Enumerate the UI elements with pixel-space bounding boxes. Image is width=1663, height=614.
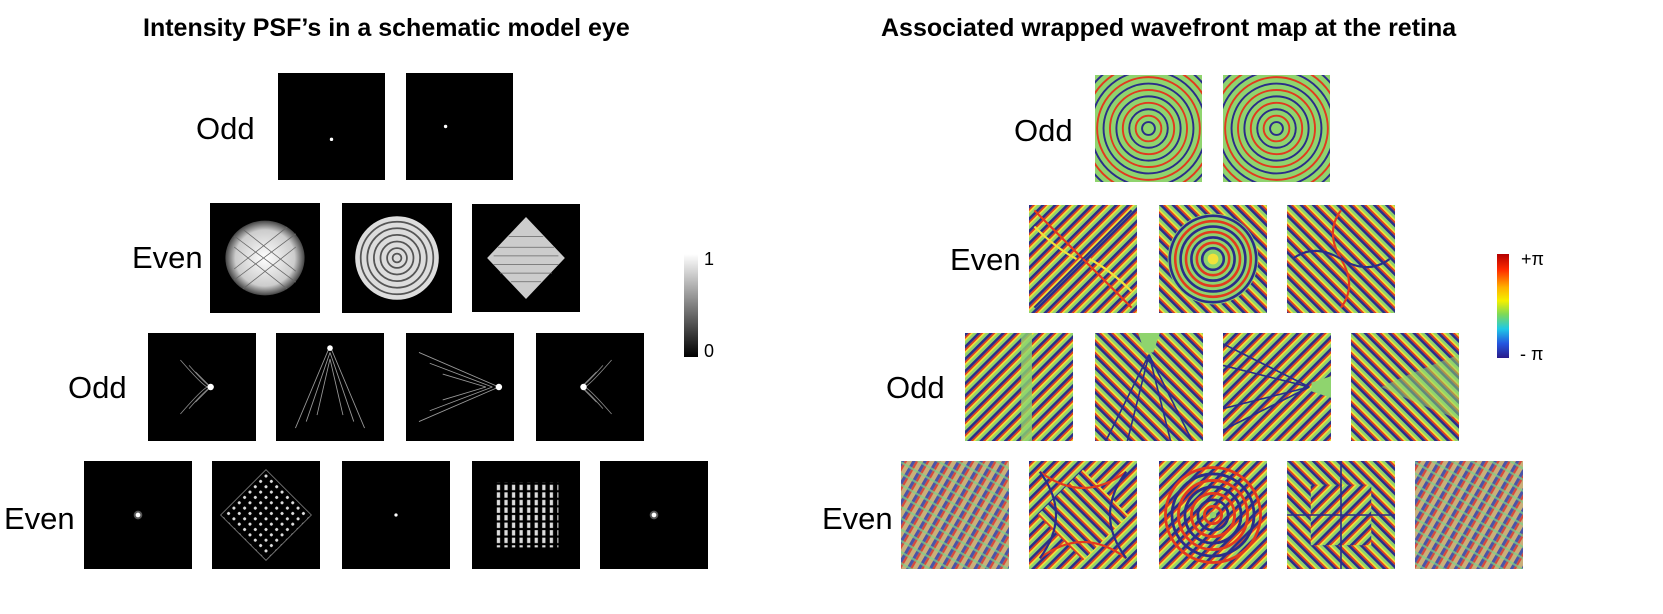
psf-tile-3-1: [148, 333, 256, 441]
psf-tile-4-3: [342, 461, 450, 569]
row-label-even-2: Even: [132, 240, 203, 275]
psf-tile-2-1: [210, 203, 320, 313]
wavefront-tile-4-5: [1415, 461, 1523, 569]
psf-tile-3-4: [536, 333, 644, 441]
psf-tile-4-4: [472, 461, 580, 569]
wavefront-tile-1-2: [1223, 75, 1330, 182]
left-panel-title: Intensity PSF’s in a schematic model eye: [143, 14, 630, 42]
grayscale-colorbar-min-label: 0: [704, 341, 715, 361]
psf-tile-1-1: [278, 73, 385, 180]
phase-colorbar: [1497, 254, 1509, 358]
psf-tile-2-2: [342, 203, 452, 313]
psf-tile-2-3: [472, 204, 580, 312]
wavefront-tile-4-3: [1159, 461, 1267, 569]
wavefront-tile-2-3: [1287, 205, 1395, 313]
psf-tile-4-5: [600, 461, 708, 569]
row-label-odd-3: Odd: [68, 370, 127, 405]
wavefront-row-label-even-4: Even: [822, 501, 893, 536]
wavefront-tile-3-1: [965, 333, 1073, 441]
wavefront-tile-1-1: [1095, 75, 1202, 182]
wavefront-tile-4-4: [1287, 461, 1395, 569]
wavefront-tile-2-1: [1029, 205, 1137, 313]
wavefront-tile-3-2: [1095, 333, 1203, 441]
wavefront-tile-4-2: [1029, 461, 1137, 569]
psf-tile-3-3: [406, 333, 514, 441]
phase-colorbar-min-label: - π: [1520, 344, 1544, 364]
wavefront-tile-2-2: [1159, 205, 1267, 313]
grayscale-colorbar: [684, 254, 698, 357]
wavefront-tile-4-1: [901, 461, 1009, 569]
psf-tile-1-2: [406, 73, 513, 180]
psf-tile-3-2: [276, 333, 384, 441]
wavefront-row-label-even-2: Even: [950, 242, 1021, 277]
phase-colorbar-max-label: +π: [1521, 249, 1544, 269]
wavefront-row-label-odd-3: Odd: [886, 370, 945, 405]
psf-tile-4-2: [212, 461, 320, 569]
grayscale-colorbar-max-label: 1: [704, 249, 715, 269]
row-label-even-4: Even: [4, 501, 75, 536]
psf-tile-4-1: [84, 461, 192, 569]
right-panel-title: Associated wrapped wavefront map at the …: [881, 14, 1457, 42]
wavefront-tile-3-4: [1351, 333, 1459, 441]
wavefront-row-label-odd-1: Odd: [1014, 113, 1073, 148]
row-label-odd-1: Odd: [196, 111, 255, 146]
wavefront-tile-3-3: [1223, 333, 1331, 441]
